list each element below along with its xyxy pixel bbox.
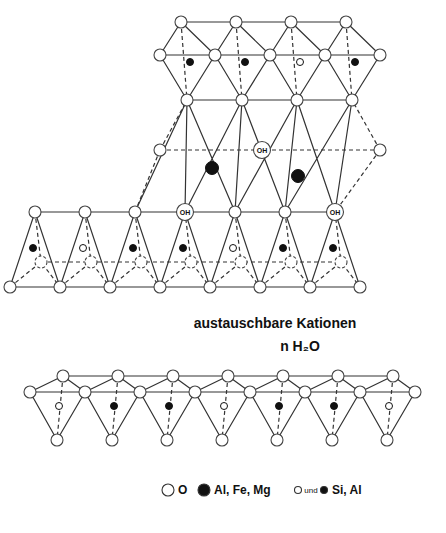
legend-symbols [162,484,328,496]
interlayer-label: austauschbare Kationen [194,316,357,330]
si-dot [331,403,338,410]
octahedra [135,100,352,212]
water-label: n H₂O [280,339,320,353]
oxygen-symbol [162,484,174,496]
si-dot [276,403,283,410]
tetrahedra [30,376,415,440]
hidden-edges [181,22,352,100]
al-dot [56,403,63,410]
bonds [10,22,415,440]
al-symbol [295,487,302,494]
octahedral-cation [206,162,219,175]
legend-text: O [178,484,187,496]
si-dot [166,403,173,410]
si-dot [180,245,187,252]
si-dot [352,59,359,66]
hydroxyl-label: OH [257,147,268,154]
hydroxyl-circle [254,142,271,159]
si-dot [130,245,137,252]
tetrahedra [10,212,360,287]
al-dot [297,59,304,66]
al-dot [230,245,237,252]
tetrahedra [160,22,380,100]
hidden-edges [10,212,360,287]
legend-text: Al, Fe, Mg [214,484,271,496]
hidden-edges [135,100,380,212]
al-dot [386,403,393,410]
legend-connector-word: und [304,487,317,495]
si-dot [30,245,37,252]
si-dot [242,59,249,66]
si-dot [280,245,287,252]
si-dot [187,59,194,66]
cations [30,59,393,410]
al-dot [80,245,87,252]
hydroxyl-circle [327,204,344,221]
si-dot [330,245,337,252]
hydroxyl-label: OH [330,209,341,216]
si-dot [111,403,118,410]
si-symbol [321,487,328,494]
octahedral-cation [292,170,305,183]
oxygens [4,16,421,446]
legend-text: Si, Al [332,484,362,496]
hidden-edges [57,376,393,440]
octahedral-symbol [198,484,210,496]
hydroxyl-circle [177,204,194,221]
hydroxyl-label: OH [180,209,191,216]
al-dot [221,403,228,410]
